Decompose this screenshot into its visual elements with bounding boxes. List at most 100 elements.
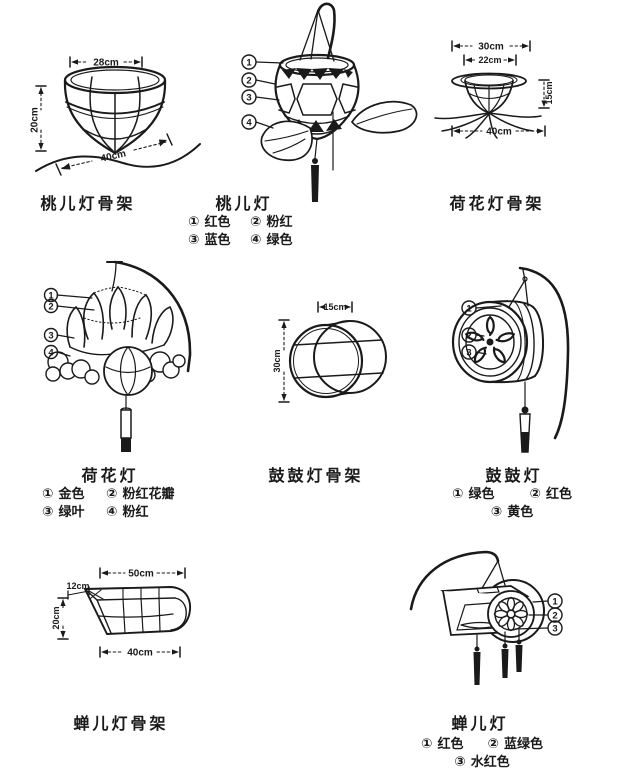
lotus-lantern-title: 荷花灯 bbox=[81, 468, 139, 485]
peach-frame-left-dimension: 20cm bbox=[30, 85, 47, 152]
hanger-hook bbox=[316, 2, 336, 60]
svg-text:40cm: 40cm bbox=[127, 648, 153, 659]
hanger-strings bbox=[299, 9, 335, 62]
callout-3: 3 bbox=[241, 89, 280, 105]
cicada-frame-title: 蝉儿灯骨架 bbox=[73, 716, 169, 733]
tassel bbox=[311, 111, 334, 202]
svg-text:40cm: 40cm bbox=[486, 127, 512, 138]
branch-line bbox=[35, 143, 201, 172]
callout-4: 4 bbox=[43, 344, 71, 360]
peach-frame-title: 桃儿灯骨架 bbox=[40, 196, 136, 213]
callout-2: 2 bbox=[43, 298, 95, 314]
tassel bbox=[120, 394, 132, 452]
svg-text:1: 1 bbox=[48, 291, 54, 302]
cicada-frame-left-dimension: 20cm bbox=[51, 597, 69, 640]
callout-1: 1 bbox=[43, 287, 93, 303]
cicada-lantern-drawing: 1 2 3 bbox=[409, 550, 563, 685]
drum-body bbox=[451, 300, 545, 384]
drum-frame-title: 鼓鼓灯骨架 bbox=[268, 468, 364, 485]
callout-1: 1 bbox=[461, 300, 502, 316]
hanger-hook bbox=[106, 260, 192, 373]
svg-text:20cm: 20cm bbox=[51, 606, 61, 629]
callout-3: 3 bbox=[514, 620, 563, 636]
svg-text:4: 4 bbox=[246, 118, 252, 129]
cicada-lantern-title: 蝉儿灯 bbox=[451, 716, 509, 733]
svg-text:2: 2 bbox=[466, 331, 471, 342]
svg-text:1: 1 bbox=[246, 58, 252, 69]
callout-2: 2 bbox=[241, 72, 276, 88]
svg-text:2: 2 bbox=[48, 302, 53, 313]
callout-4: 4 bbox=[241, 114, 274, 130]
peach-frame-drawing: 28cm 20cm 40cm bbox=[30, 56, 201, 176]
svg-text:4: 4 bbox=[48, 348, 54, 359]
tassels bbox=[473, 629, 523, 685]
cicada-wireframe bbox=[83, 586, 191, 635]
lotus-frame-right-dimension: 15cm bbox=[538, 79, 554, 109]
hanger-strings bbox=[508, 269, 529, 308]
left-leaf bbox=[260, 120, 313, 161]
svg-text:3: 3 bbox=[552, 624, 557, 635]
right-leaf bbox=[350, 100, 418, 134]
svg-text:12cm: 12cm bbox=[66, 581, 89, 591]
drum-frame-left-dimension: 30cm bbox=[272, 319, 290, 403]
drum-frame-top-dimension: 15cm bbox=[317, 301, 353, 313]
svg-text:3: 3 bbox=[466, 348, 471, 359]
callout-2: 2 bbox=[528, 607, 563, 623]
peach-lantern-drawing: 1 2 3 4 bbox=[241, 2, 418, 202]
peach-frame-wire-bowl bbox=[63, 65, 167, 155]
lotus-lantern-drawing: 1 2 3 4 bbox=[43, 260, 192, 452]
svg-text:1: 1 bbox=[466, 304, 472, 315]
peach-frame-bottom-dimension: 40cm bbox=[55, 133, 173, 176]
svg-text:22cm: 22cm bbox=[478, 55, 501, 65]
end-disc-flower bbox=[487, 590, 535, 638]
lotus-frame-top-dimension: 30cm bbox=[451, 40, 531, 53]
svg-text:3: 3 bbox=[48, 331, 53, 342]
lotus-frame-wire-bowl bbox=[451, 72, 527, 114]
peach-lantern-title: 桃儿灯 bbox=[215, 196, 273, 213]
lotus-frame-inner-dimension: 22cm bbox=[463, 54, 517, 66]
lotus-frame-drawing: 30cm 22cm 15cm 40cm bbox=[434, 40, 554, 139]
cicada-frame-top-dimension: 50cm bbox=[99, 567, 186, 580]
lotus-petals bbox=[66, 285, 174, 356]
svg-text:50cm: 50cm bbox=[128, 569, 154, 580]
lotus-frame-title: 荷花灯骨架 bbox=[449, 196, 545, 213]
svg-text:2: 2 bbox=[552, 611, 557, 622]
svg-text:30cm: 30cm bbox=[478, 42, 504, 53]
hanger-hook bbox=[409, 550, 500, 611]
cicada-frame-bottom-dimension: 40cm bbox=[99, 646, 181, 659]
svg-text:3: 3 bbox=[246, 93, 251, 104]
drum-frame-drawing: 15cm 30cm bbox=[272, 301, 387, 403]
svg-text:1: 1 bbox=[552, 597, 558, 608]
callout-3: 3 bbox=[43, 327, 75, 343]
lotus-frame-bottom-dimension: 40cm bbox=[451, 125, 546, 138]
svg-text:28cm: 28cm bbox=[93, 58, 119, 69]
lotus-bud bbox=[103, 346, 153, 396]
tassel bbox=[519, 381, 531, 453]
svg-text:30cm: 30cm bbox=[272, 349, 282, 372]
callout-3: 3 bbox=[461, 344, 487, 360]
peach-frame-top-dimension: 28cm bbox=[69, 56, 143, 69]
